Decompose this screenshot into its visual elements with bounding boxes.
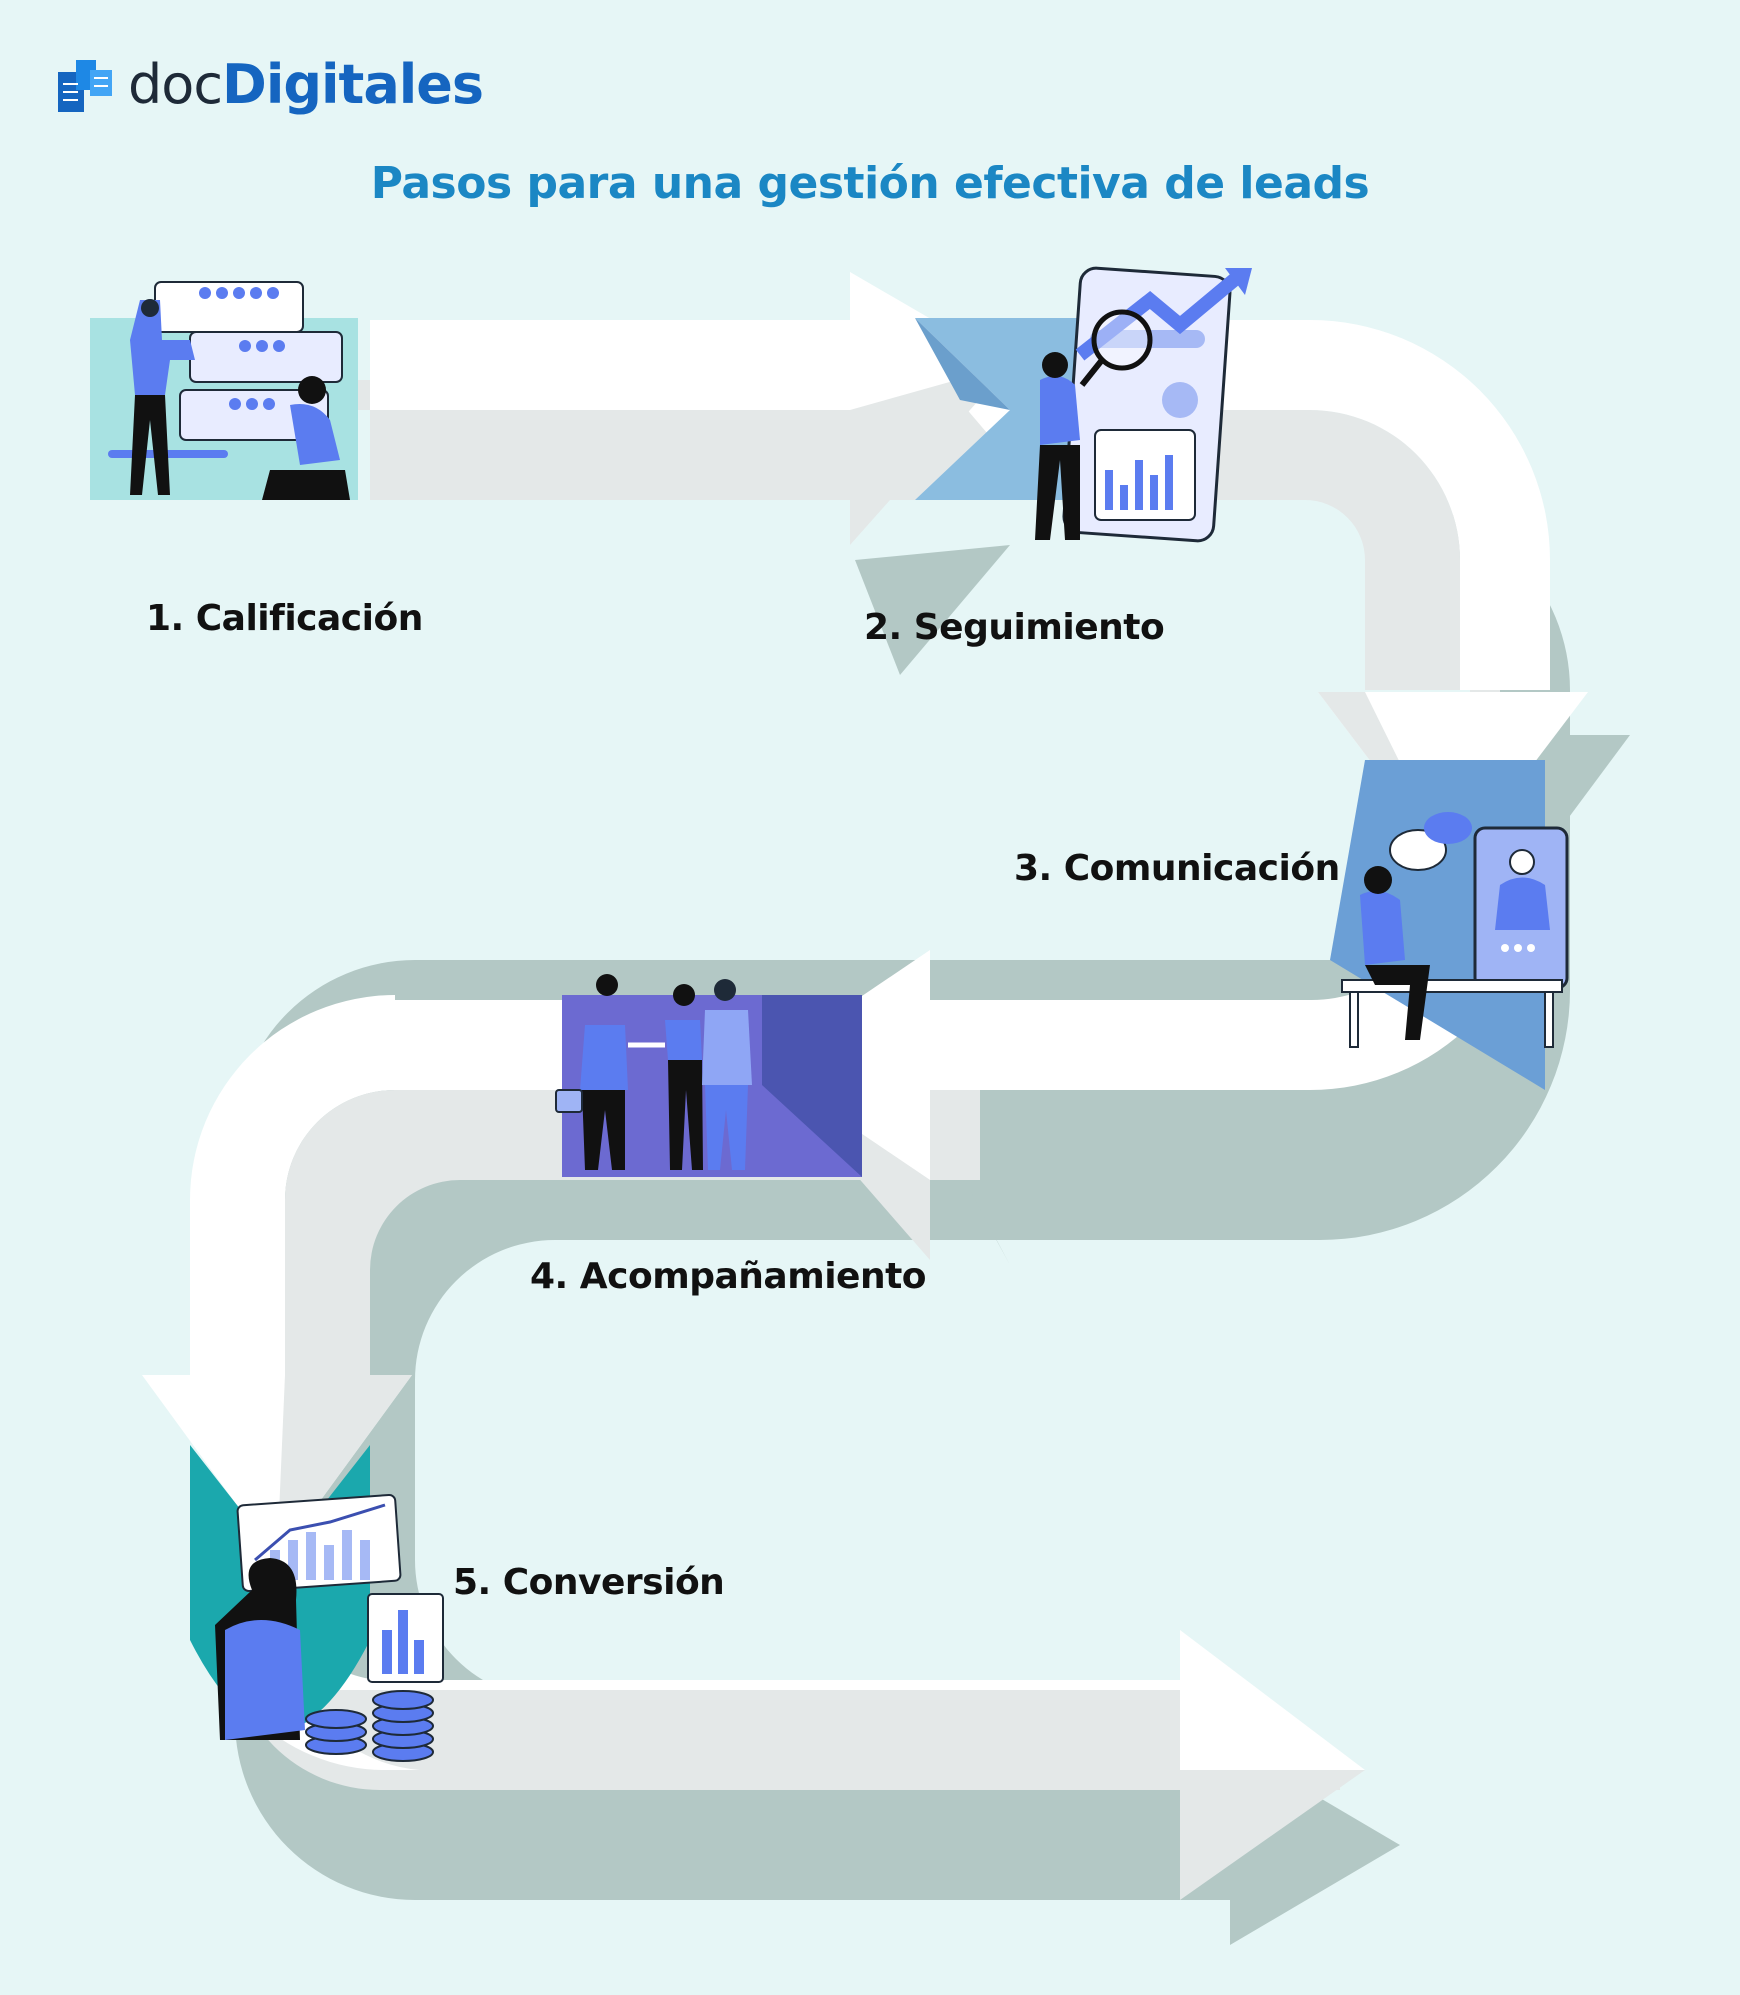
logo: docDigitales bbox=[58, 56, 484, 114]
step-4-label: 4. Acompañamiento bbox=[530, 1256, 927, 1297]
illustration-seguimiento bbox=[915, 266, 1252, 543]
illustration-conversion bbox=[190, 1445, 444, 1762]
page-title: Pasos para una gestión efectiva de leads bbox=[370, 158, 1370, 209]
illustration-acompanamiento bbox=[555, 974, 862, 1177]
illustration-calificacion bbox=[90, 281, 358, 500]
step-2-label: 2. Seguimiento bbox=[864, 607, 1165, 648]
step-3-label: 3. Comunicación bbox=[1014, 848, 1340, 889]
step-5-label: 5. Conversión bbox=[453, 1562, 725, 1603]
illustration-comunicacion bbox=[1330, 760, 1569, 1090]
logo-icon bbox=[58, 60, 112, 112]
logo-text-doc: doc bbox=[128, 53, 223, 116]
logo-wordmark: docDigitales bbox=[128, 58, 484, 112]
step-1-label: 1. Calificación bbox=[146, 598, 423, 639]
logo-text-digitales: Digitales bbox=[222, 53, 484, 116]
